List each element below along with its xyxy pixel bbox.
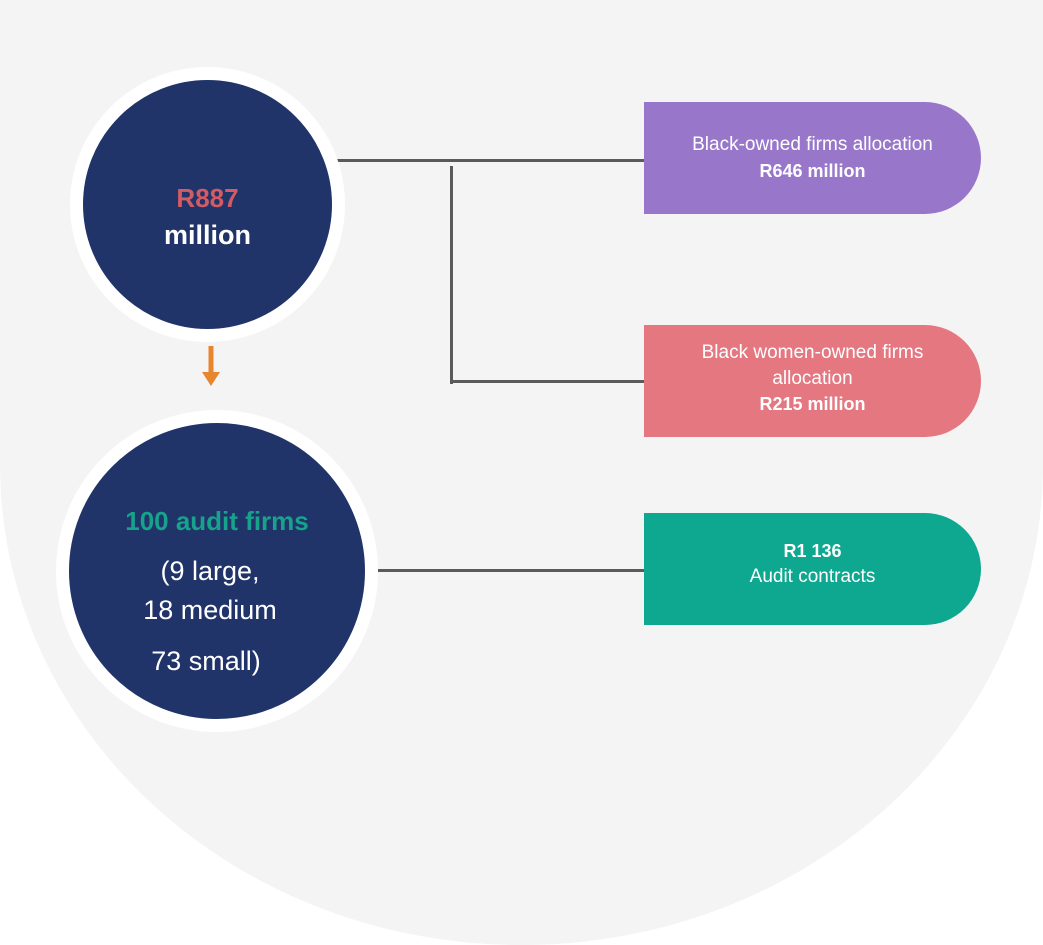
total-amount: R887 [176,183,239,213]
pill-label: Audit contracts [749,566,876,587]
total-amount-circle: R887 million [70,67,345,342]
audit-firms-circle: 100 audit firms (9 large, 18 medium 73 s… [56,410,378,732]
total-amount-unit: million [164,220,251,250]
pill-label: Black-owned firms allocation [692,134,933,155]
arrow-down-icon [202,346,220,386]
pill-value: R215 million [759,394,866,414]
connector-middle-horizontal [450,380,644,383]
pill-label-line2: allocation [772,368,853,389]
connector-bottom-horizontal [378,569,644,572]
women-owned-allocation-pill: Black women-owned firms allocation R215 … [644,325,981,437]
pill-value: R1 136 [783,541,842,561]
black-owned-allocation-pill: Black-owned firms allocation R646 millio… [644,102,981,214]
audit-firms-title: 100 audit firms [125,506,309,536]
firms-breakdown-medium: 18 medium [143,595,277,625]
audit-contracts-pill: R1 136 Audit contracts [644,513,981,625]
connector-vertical [450,166,453,384]
pill-value: R646 million [759,161,866,181]
firms-breakdown-small: 73 small) [151,646,261,676]
connector-top-horizontal [337,159,644,162]
pill-label-line1: Black women-owned firms [701,342,924,363]
firms-breakdown-large: (9 large, [160,556,260,586]
